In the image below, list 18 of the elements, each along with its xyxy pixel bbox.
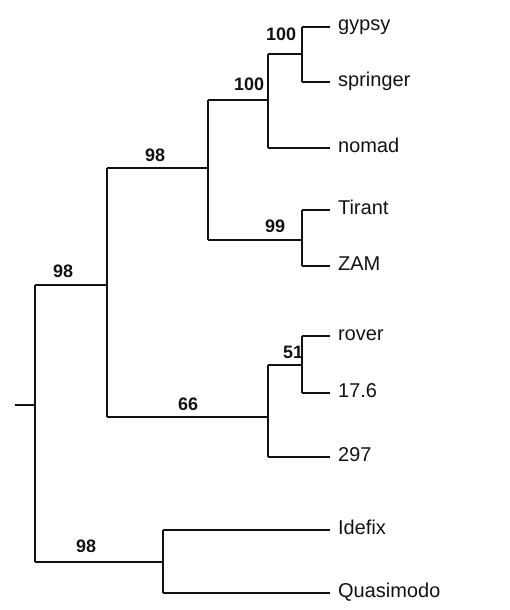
bootstrap-value: 100 [234, 73, 264, 95]
bootstrap-value: 66 [178, 393, 198, 415]
taxon-label: springer [338, 69, 410, 91]
bootstrap-value: 98 [145, 144, 166, 166]
taxon-label: 17.6 [338, 380, 377, 402]
bootstrap-value: 98 [53, 260, 74, 282]
taxon-label: ZAM [338, 253, 380, 275]
taxon-label: Quasimodo [338, 580, 440, 602]
taxon-label: nomad [338, 135, 400, 157]
taxon-label: Idefix [338, 517, 386, 539]
bootstrap-value: 51 [283, 341, 304, 363]
taxon-label: rover [338, 323, 384, 345]
bootstrap-value: 98 [76, 535, 96, 557]
bootstrap-value: 100 [266, 23, 296, 45]
taxon-label: 297 [338, 444, 372, 466]
bootstrap-value: 99 [265, 215, 286, 237]
taxon-label: gypsy [338, 13, 390, 35]
taxon-label: Tirant [338, 197, 388, 219]
